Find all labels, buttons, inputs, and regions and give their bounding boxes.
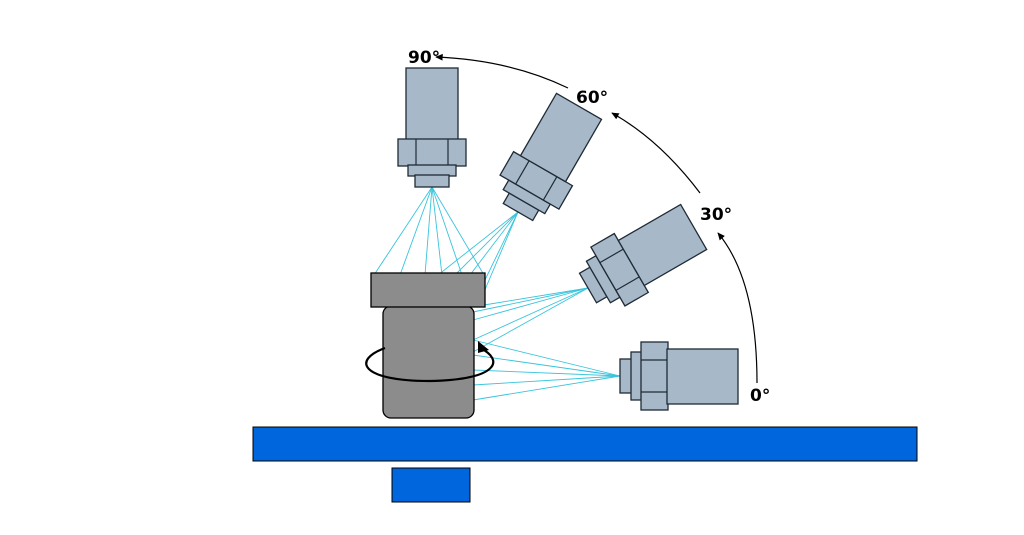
camera-30 [578, 203, 708, 307]
support-block [391, 467, 471, 503]
rotation-arrow-icon [365, 341, 495, 383]
angle-label-0: 0° [750, 386, 770, 406]
angle-arc-30-60 [611, 112, 701, 194]
angle-label-90: 90° [408, 48, 440, 68]
light-rays [373, 186, 621, 401]
inspected-part [370, 272, 486, 419]
angle-arc-0-30 [717, 232, 758, 384]
angle-arc-60-90 [435, 53, 569, 89]
conveyor-belt [252, 426, 918, 462]
angle-label-60: 60° [576, 88, 608, 108]
part-body [382, 305, 475, 419]
camera-0 [619, 341, 739, 411]
angle-label-30: 30° [700, 205, 732, 225]
camera-60 [499, 92, 603, 222]
part-cap [370, 272, 486, 308]
camera-90 [397, 67, 467, 188]
